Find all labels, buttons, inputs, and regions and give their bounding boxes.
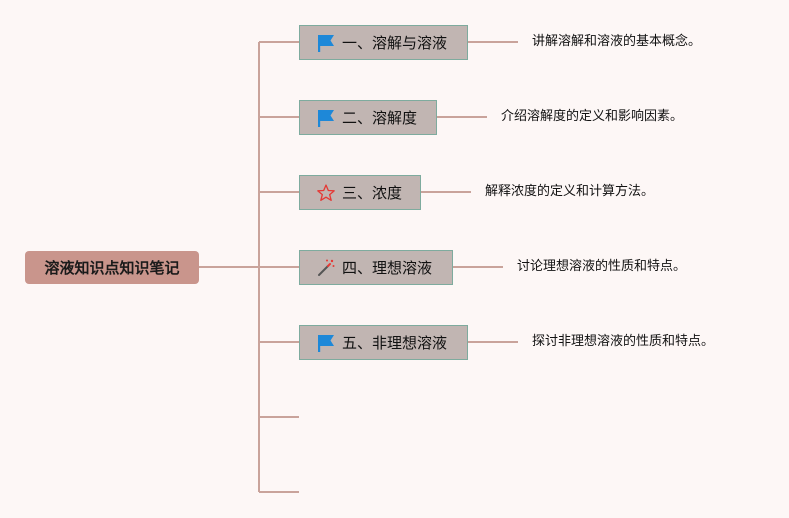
topic-4-description: 讨论理想溶液的性质和特点。 bbox=[517, 259, 687, 274]
topic-1[interactable]: 一、溶解与溶液 bbox=[299, 25, 468, 60]
topic-1-description: 讲解溶解和溶液的基本概念。 bbox=[532, 34, 702, 49]
blue-flag-icon bbox=[316, 333, 336, 353]
blue-flag-icon bbox=[316, 33, 336, 53]
topic-5-label: 五、非理想溶液 bbox=[342, 334, 448, 352]
red-star-icon bbox=[316, 183, 336, 203]
topic-5-description: 探讨非理想溶液的性质和特点。 bbox=[532, 334, 715, 349]
magic-wand-icon bbox=[316, 258, 336, 278]
blue-flag-icon bbox=[316, 108, 336, 128]
topic-3-label: 三、浓度 bbox=[342, 184, 403, 202]
topic-2-label: 二、溶解度 bbox=[342, 109, 418, 127]
topic-4-label: 四、理想溶液 bbox=[342, 259, 433, 277]
root-topic[interactable]: 溶液知识点知识笔记 bbox=[25, 251, 199, 284]
topic-2-description: 介绍溶解度的定义和影响因素。 bbox=[501, 109, 684, 124]
topic-4[interactable]: 四、理想溶液 bbox=[299, 250, 453, 285]
topic-1-label: 一、溶解与溶液 bbox=[342, 34, 448, 52]
topic-3-description: 解释浓度的定义和计算方法。 bbox=[485, 184, 655, 199]
root-topic-label: 溶液知识点知识笔记 bbox=[44, 259, 180, 277]
topic-3[interactable]: 三、浓度 bbox=[299, 175, 421, 210]
topic-2[interactable]: 二、溶解度 bbox=[299, 100, 437, 135]
topic-5[interactable]: 五、非理想溶液 bbox=[299, 325, 468, 360]
